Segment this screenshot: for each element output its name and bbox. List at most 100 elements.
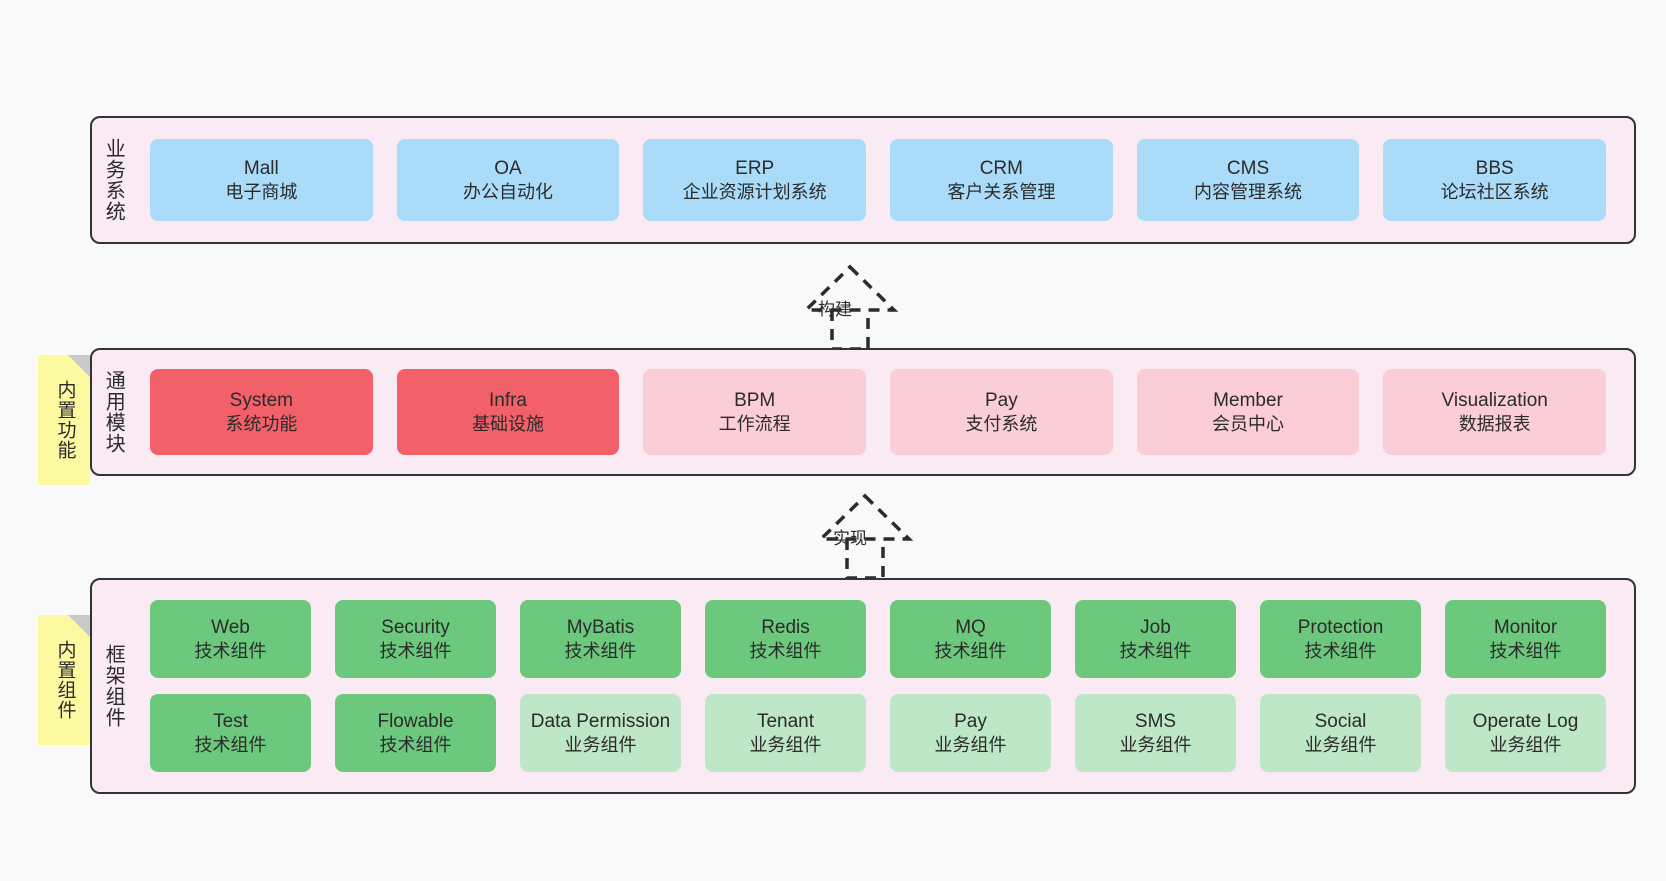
layer-body-common-module: System 系统功能 Infra 基础设施 BPM 工作流程 Pay 支付系统… [134,350,1634,474]
layer-body-business-system: Mall 电子商城 OA 办公自动化 ERP 企业资源计划系统 CRM 客户关系… [134,118,1634,242]
node-infra-cn: 基础设施 [472,413,544,434]
connector-implement-label: 实现 [833,529,867,548]
node-social-cn: 业务组件 [1304,734,1377,755]
node-visualization[interactable]: Visualization 数据报表 [1383,369,1607,455]
node-test-en: Test [213,710,248,732]
node-bpm-cn: 工作流程 [718,413,791,434]
node-visualization-en: Visualization [1441,389,1548,411]
node-pay-module-en: Pay [984,389,1018,411]
node-mybatis-cn: 技术组件 [564,640,637,661]
node-data-permission-en: Data Permission [530,710,671,732]
node-protection-en: Protection [1297,616,1384,638]
node-monitor[interactable]: Monitor 技术组件 [1445,600,1606,678]
node-data-permission-cn: 业务组件 [564,734,637,755]
node-monitor-en: Monitor [1493,616,1558,638]
node-infra[interactable]: Infra 基础设施 [396,369,620,455]
node-tenant-en: Tenant [756,710,815,732]
node-test[interactable]: Test 技术组件 [150,694,311,772]
node-crm-cn: 客户关系管理 [947,181,1056,202]
note-builtin-function: 内置功能 [38,355,90,485]
node-redis[interactable]: Redis 技术组件 [705,600,866,678]
node-redis-cn: 技术组件 [749,640,822,661]
node-social[interactable]: Social 业务组件 [1260,694,1421,772]
layer-title-framework-component: 框架组件 [102,644,125,728]
node-pay-module-cn: 支付系统 [965,413,1038,434]
node-web-en: Web [211,616,250,638]
note-fold-icon [68,615,90,637]
node-erp[interactable]: ERP 企业资源计划系统 [643,139,867,221]
node-bbs-cn: 论坛社区系统 [1440,181,1549,202]
node-protection-cn: 技术组件 [1304,640,1377,661]
node-member[interactable]: Member 会员中心 [1136,369,1360,455]
layer-title-common-module: 通用模块 [102,370,125,454]
node-web[interactable]: Web 技术组件 [150,600,311,678]
node-mybatis-en: MyBatis [566,616,635,638]
node-flowable[interactable]: Flowable 技术组件 [335,694,496,772]
node-erp-cn: 企业资源计划系统 [682,181,827,202]
node-operate-log-en: Operate Log [1472,710,1579,732]
connector-build: 构建 [790,263,910,351]
node-mall-en: Mall [243,157,279,179]
node-tenant[interactable]: Tenant 业务组件 [705,694,866,772]
node-bpm-en: BPM [734,389,776,411]
node-erp-en: ERP [735,157,775,179]
node-mybatis[interactable]: MyBatis 技术组件 [520,600,681,678]
node-oa[interactable]: OA 办公自动化 [396,139,620,221]
node-sms-cn: 业务组件 [1119,734,1192,755]
node-data-permission[interactable]: Data Permission 业务组件 [520,694,681,772]
node-flowable-cn: 技术组件 [379,734,452,755]
node-protection[interactable]: Protection 技术组件 [1260,600,1421,678]
layer-title-business-system: 业务系统 [102,138,125,222]
framework-row-business: Test 技术组件 Flowable 技术组件 Data Permission … [138,694,1618,772]
node-visualization-cn: 数据报表 [1458,413,1531,434]
node-oa-en: OA [494,157,522,179]
node-mall[interactable]: Mall 电子商城 [150,139,373,221]
business-system-row: Mall 电子商城 OA 办公自动化 ERP 企业资源计划系统 CRM 客户关系… [138,139,1618,221]
node-job[interactable]: Job 技术组件 [1075,600,1236,678]
node-bbs-en: BBS [1475,157,1514,179]
node-oa-cn: 办公自动化 [463,181,553,202]
node-system-en: System [229,389,294,411]
node-mall-cn: 电子商城 [225,181,298,202]
node-bbs[interactable]: BBS 论坛社区系统 [1383,139,1607,221]
node-operate-log[interactable]: Operate Log 业务组件 [1445,694,1606,772]
connector-implement: 实现 [805,492,925,580]
node-pay-component[interactable]: Pay 业务组件 [890,694,1051,772]
note-builtin-component-label: 内置组件 [54,640,76,720]
note-builtin-function-label: 内置功能 [54,380,76,460]
node-member-en: Member [1213,389,1283,411]
node-sms[interactable]: SMS 业务组件 [1075,694,1236,772]
node-web-cn: 技术组件 [194,640,267,661]
node-tenant-cn: 业务组件 [749,734,822,755]
node-cms[interactable]: CMS 内容管理系统 [1136,139,1360,221]
node-social-en: Social [1314,710,1367,732]
note-fold-icon [68,355,90,377]
node-mq-en: MQ [955,616,986,638]
layer-common-module: 通用模块 System 系统功能 Infra 基础设施 BPM 工作流程 Pay… [90,348,1636,476]
node-crm[interactable]: CRM 客户关系管理 [890,139,1113,221]
node-system-cn: 系统功能 [225,413,298,434]
node-security-cn: 技术组件 [379,640,452,661]
node-infra-en: Infra [488,389,528,411]
node-security-en: Security [381,616,450,638]
node-mq[interactable]: MQ 技术组件 [890,600,1051,678]
node-operate-log-cn: 业务组件 [1489,734,1562,755]
node-job-en: Job [1140,616,1171,638]
node-pay-module[interactable]: Pay 支付系统 [890,369,1113,455]
layer-framework-component: 框架组件 Web 技术组件 Security 技术组件 MyBatis 技术组件… [90,578,1636,794]
node-pay-component-en: Pay [954,710,987,732]
node-system[interactable]: System 系统功能 [150,369,373,455]
node-bpm[interactable]: BPM 工作流程 [643,369,867,455]
node-security[interactable]: Security 技术组件 [335,600,496,678]
node-monitor-cn: 技术组件 [1489,640,1562,661]
node-cms-cn: 内容管理系统 [1194,181,1303,202]
note-builtin-component: 内置组件 [38,615,90,745]
node-sms-en: SMS [1134,710,1177,732]
node-cms-en: CMS [1226,157,1270,179]
common-module-row: System 系统功能 Infra 基础设施 BPM 工作流程 Pay 支付系统… [138,369,1618,455]
node-pay-component-cn: 业务组件 [934,734,1007,755]
node-test-cn: 技术组件 [194,734,267,755]
node-mq-cn: 技术组件 [934,640,1007,661]
layer-business-system: 业务系统 Mall 电子商城 OA 办公自动化 ERP 企业资源计划系统 CRM… [90,116,1636,244]
